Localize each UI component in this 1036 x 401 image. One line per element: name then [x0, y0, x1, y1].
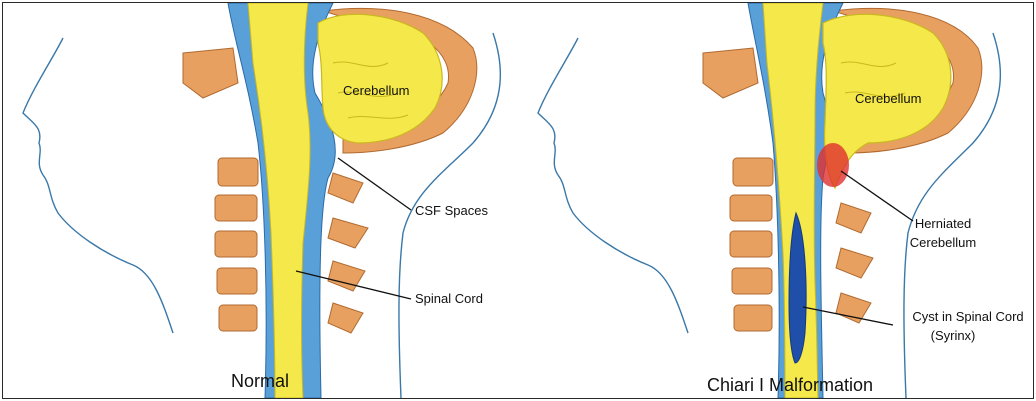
- herniated-label-line1: Herniated: [893, 216, 993, 231]
- chiari-cerebellum-label: Cerebellum: [855, 91, 921, 106]
- normal-csf-label: CSF Spaces: [415, 203, 488, 218]
- normal-cerebellum-label: Cerebellum: [343, 83, 409, 98]
- normal-spinal-cord-label: Spinal Cord: [415, 291, 483, 306]
- face-profile: [23, 38, 173, 333]
- herniated-label-line2: Cerebellum: [893, 235, 993, 250]
- cyst-label-line1: Cyst in Spinal Cord: [903, 309, 1033, 324]
- normal-illustration: [3, 3, 523, 398]
- cyst-label-line2: (Syrinx): [903, 328, 1003, 343]
- chiari-panel: Cerebellum Herniated Cerebellum Cyst in …: [523, 3, 1033, 398]
- skull-base-bone: [183, 48, 238, 98]
- chiari-caption: Chiari I Malformation: [707, 375, 873, 396]
- normal-caption: Normal: [231, 371, 289, 392]
- herniation-highlight: [817, 143, 849, 187]
- skull-base-bone: [703, 48, 758, 98]
- face-profile: [538, 38, 688, 333]
- normal-panel: Cerebellum CSF Spaces Spinal Cord Normal: [3, 3, 523, 398]
